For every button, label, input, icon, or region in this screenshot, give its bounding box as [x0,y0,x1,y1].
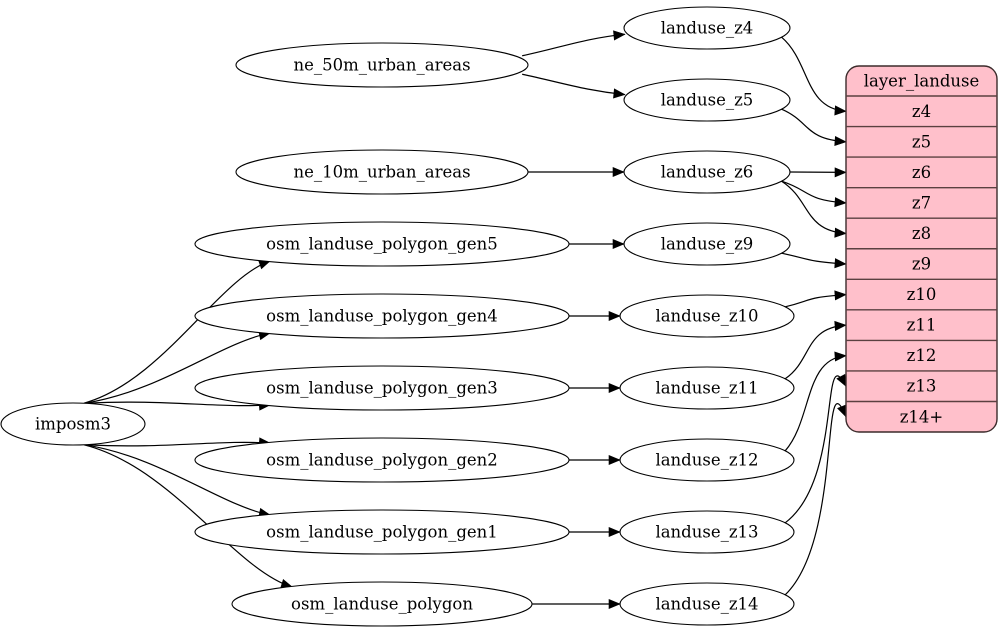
edge-osm_landuse_polygon_gen5-to-landuse_z9 [569,238,625,250]
edge-landuse_z5-to-row-z5 [781,108,847,147]
edge-landuse_z6-to-row-z8 [781,180,847,238]
node-landuse_z13[interactable]: landuse_z13 [619,510,795,554]
table-row-z14+[interactable]: z14+ [900,407,944,426]
node-label-landuse_z10: landuse_z10 [655,307,758,326]
node-label-osm_landuse_polygon_gen4: osm_landuse_polygon_gen4 [266,307,498,326]
node-landuse_z14[interactable]: landuse_z14 [619,582,795,626]
node-label-landuse_z14: landuse_z14 [655,595,758,614]
node-label-imposm3: imposm3 [35,415,111,434]
table-row-z6[interactable]: z6 [912,163,931,182]
node-osm_landuse_polygon_gen3[interactable]: osm_landuse_polygon_gen3 [194,365,570,411]
node-landuse_z6[interactable]: landuse_z6 [623,150,791,194]
edge-ne_10m_urban_areas-to-landuse_z6 [528,166,625,178]
edge-landuse_z12-to-row-z12 [784,351,847,452]
node-ne_50m_urban_areas[interactable]: ne_50m_urban_areas [235,42,529,88]
node-landuse_z10[interactable]: landuse_z10 [619,294,795,338]
table-header-label: layer_landuse [864,72,980,91]
edge-landuse_z14-to-row-z14+ [784,403,847,596]
edge-osm_landuse_polygon-to-landuse_z14 [532,598,621,610]
node-landuse_z4[interactable]: landuse_z4 [623,6,791,50]
table-row-z4[interactable]: z4 [912,102,931,121]
node-landuse_z12[interactable]: landuse_z12 [619,438,795,482]
table-row-z10[interactable]: z10 [907,285,937,304]
node-label-osm_landuse_polygon_gen5: osm_landuse_polygon_gen5 [266,235,498,254]
edge-osm_landuse_polygon_gen1-to-landuse_z13 [569,526,621,538]
node-label-osm_landuse_polygon_gen1: osm_landuse_polygon_gen1 [266,523,498,542]
edge-osm_landuse_polygon_gen3-to-landuse_z11 [569,382,621,394]
node-imposm3[interactable]: imposm3 [0,402,146,446]
table-row-z7[interactable]: z7 [912,193,931,212]
node-osm_landuse_polygon[interactable]: osm_landuse_polygon [231,581,533,627]
edge-landuse_z4-to-row-z4 [781,36,847,116]
edges-layer [83,30,847,610]
edge-landuse_z13-to-row-z13 [784,373,847,524]
table-row-z9[interactable]: z9 [912,255,931,274]
node-label-osm_landuse_polygon: osm_landuse_polygon [291,595,473,614]
edge-ne50m-to-landuse_z4 [522,30,626,57]
node-label-ne_50m_urban_areas: ne_50m_urban_areas [293,56,470,75]
node-label-ne_10m_urban_areas: ne_10m_urban_areas [293,163,470,182]
node-ne_10m_urban_areas[interactable]: ne_10m_urban_areas [235,149,529,195]
node-label-landuse_z5: landuse_z5 [661,91,754,110]
edge-ne50m-to-landuse_z5 [522,73,626,99]
node-label-landuse_z11: landuse_z11 [655,379,758,398]
node-label-landuse_z9: landuse_z9 [661,235,754,254]
edge-landuse_z10-to-row-z10 [785,290,847,308]
node-label-landuse_z4: landuse_z4 [661,19,754,38]
table-layer: layer_landuse z4 z5 z6 z7 z8 z9 z10 z11 z12 z13 z14… [845,65,998,433]
edge-osm_landuse_polygon_gen2-to-landuse_z12 [569,454,621,466]
table-row-z8[interactable]: z8 [912,224,931,243]
table-layer-landuse[interactable]: layer_landuse z4 z5 z6 z7 z8 z9 z10 z11 z12 z13 z14… [845,65,998,433]
node-label-landuse_z12: landuse_z12 [655,451,758,470]
edge-osm_landuse_polygon_gen4-to-landuse_z10 [569,310,621,322]
node-osm_landuse_polygon_gen4[interactable]: osm_landuse_polygon_gen4 [194,293,570,339]
edge-landuse_z6-to-row-z6 [789,167,847,178]
node-osm_landuse_polygon_gen5[interactable]: osm_landuse_polygon_gen5 [194,221,570,267]
nodes-layer: imposm3 ne_50m_urban_areas ne_10m_urban_ar… [0,6,795,627]
table-row-z12[interactable]: z12 [907,346,937,365]
node-landuse_z11[interactable]: landuse_z11 [619,366,795,410]
node-landuse_z9[interactable]: landuse_z9 [623,222,791,266]
edge-landuse_z6-to-row-z7 [781,180,847,208]
table-row-z13[interactable]: z13 [907,377,937,396]
table-row-z11[interactable]: z11 [907,316,937,335]
node-osm_landuse_polygon_gen1[interactable]: osm_landuse_polygon_gen1 [194,509,570,555]
node-osm_landuse_polygon_gen2[interactable]: osm_landuse_polygon_gen2 [194,437,570,483]
node-label-osm_landuse_polygon_gen2: osm_landuse_polygon_gen2 [266,451,498,470]
edge-landuse_z9-to-row-z9 [781,252,847,269]
node-label-landuse_z6: landuse_z6 [661,163,754,182]
node-label-landuse_z13: landuse_z13 [655,523,758,542]
edge-landuse_z11-to-row-z11 [784,320,847,380]
node-landuse_z5[interactable]: landuse_z5 [623,78,791,122]
table-row-z5[interactable]: z5 [912,132,931,151]
node-label-osm_landuse_polygon_gen3: osm_landuse_polygon_gen3 [266,379,498,398]
